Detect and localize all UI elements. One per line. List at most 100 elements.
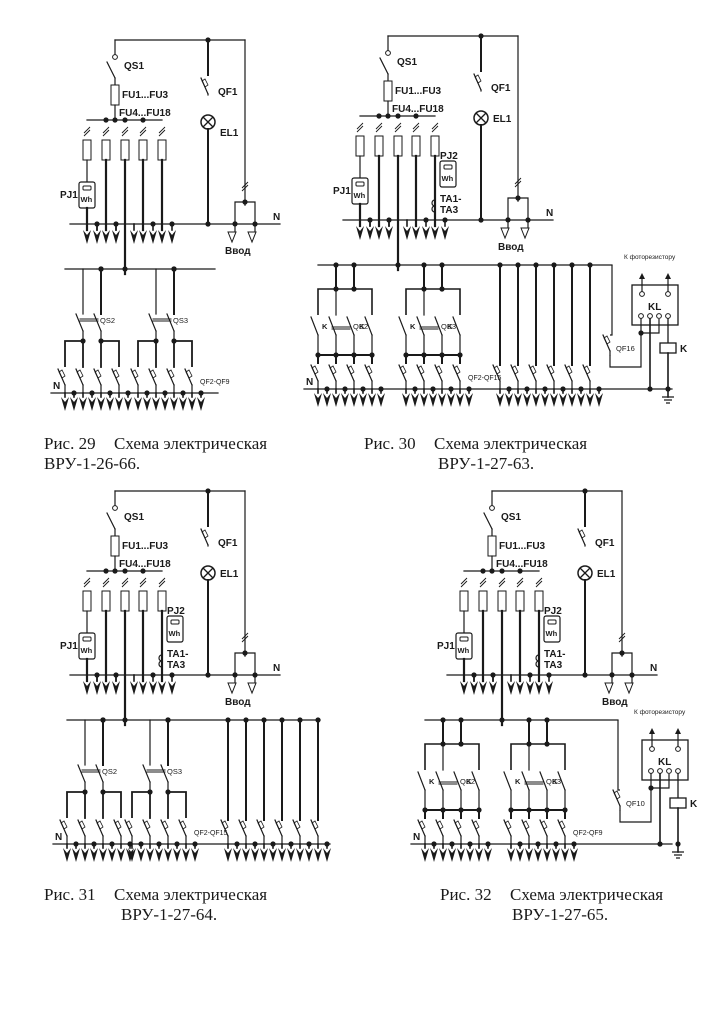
junction-dot [122,717,128,723]
output-arrow-icon [161,397,169,411]
qf-breaker-icon [557,819,566,845]
k-label: K [429,777,435,786]
input-arrow-icon [604,682,614,695]
junction-dot [525,217,531,223]
qf-relay-breaker-icon [612,789,621,811]
output-arrow-icon [332,393,340,407]
output-arrow-icon [479,681,487,695]
fu-branch-fuse-icon [534,590,544,612]
input-arrow-icon [520,227,530,240]
qf-breaker-icon [75,368,84,394]
meter-label: Wh [354,191,366,200]
junction-dot [439,286,445,292]
kl-label: KL [658,757,671,768]
output-arrow-icon [93,681,101,695]
breaker-mark [114,820,122,830]
output-arrow-icon [124,397,132,411]
output-arrow-icon [484,848,492,862]
qf-range-label: QF2-QF15 [468,375,502,382]
qf-breaker-icon [364,364,373,390]
qf-breaker-icon [57,368,66,394]
kl-label: KL [648,302,661,313]
pj1-meter: Wh [78,632,96,660]
terminal-icon [647,313,653,319]
junction-dot [657,841,663,847]
output-arrow-icon [233,848,241,862]
wire-marker-icon [412,122,420,133]
photoresistor-arrow-icon [665,273,671,279]
junction-dot [252,221,258,227]
output-arrow-icon [139,230,147,244]
output-arrow-icon [155,848,163,862]
vvod-label: Ввод [225,697,251,708]
fu-branch-fuse-icon [355,135,365,157]
junction-dot [122,117,128,123]
output-arrow-icon [188,397,196,411]
output-arrow-icon [516,681,524,695]
qf-breaker-icon [292,819,301,845]
output-arrow-icon [170,397,178,411]
wire [131,791,150,818]
wire [507,197,529,228]
qs-blade [93,313,102,332]
qf-breaker-icon [417,819,426,845]
qs-blade [521,771,530,791]
meter-display-icon [443,164,453,170]
qf-breaker-icon [452,364,461,390]
junction-dot [205,672,211,678]
k-contact-blade [471,771,480,791]
output-arrow-icon [158,681,166,695]
output-arrow-icon [377,393,385,407]
pj2-meter: Wh [166,615,184,643]
qf-breaker-icon [398,364,407,390]
breaker-mark [529,365,537,375]
fu-branch-fuse-icon [120,139,130,161]
output-arrow-icon [179,397,187,411]
fu-branch-fuse-icon [411,135,421,157]
terminal-icon [675,746,681,752]
output-arrow-icon [465,393,473,407]
el1-label: EL1 [220,569,239,580]
vvod-label: Ввод [498,242,524,253]
fu-branch-fuse-icon [82,139,92,161]
figure-32-number: Рис. 32 [440,885,492,904]
output-arrow-icon [83,230,91,244]
output-arrow-icon [456,393,464,407]
qs3-label: QS3 [441,322,456,331]
breaker-mark [76,369,84,379]
output-arrow-icon [422,226,430,240]
breaker-mark [167,369,175,379]
wire-marker-icon [375,122,383,133]
output-arrow-icon [356,226,364,240]
fu-branch-fuse-icon [515,590,525,612]
wire [641,319,660,334]
fu1-fuse-icon [110,535,120,557]
output-arrow-icon [403,226,411,240]
fu4-label: FU4...FU18 [119,559,171,570]
qs3-label: QS3 [173,316,188,325]
pj2-meter: Wh [543,615,561,643]
pj1-label: PJ1 [333,186,351,197]
meter-label: Wh [81,646,93,655]
qf-range-label: QF2-QF15 [194,830,228,837]
breaker-mark [540,820,548,830]
wire-marker-icon [460,577,468,588]
meter-display-icon [82,636,92,642]
qs1-blade [379,57,389,75]
output-arrow-icon [541,393,549,407]
figure-32-code: ВРУ-1-27-65. [512,905,609,924]
pj1-label: PJ1 [60,190,78,201]
fu-branch-fuse-icon [101,590,111,612]
wire [66,791,85,818]
wire-marker-icon [139,126,147,137]
el1-label: EL1 [493,114,512,125]
k-contact-blade [398,316,407,336]
k-contact-blade [503,771,512,791]
output-arrow-icon [439,848,447,862]
qs1-label: QS1 [124,61,144,72]
output-arrow-icon [97,397,105,411]
figure-29-schematic: QS1FU1...FU3FU4...FU18QF1EL1WhPJ1NВводQS… [50,37,281,411]
output-arrow-icon [90,848,98,862]
